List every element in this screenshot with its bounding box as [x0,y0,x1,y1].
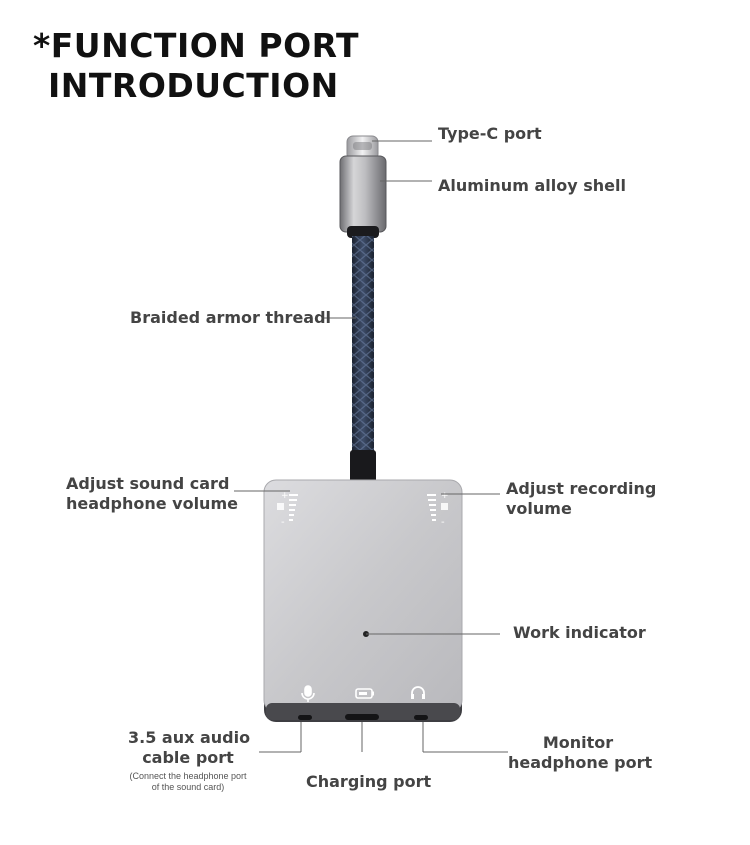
title-line-1: *FUNCTION PORT [33,26,360,65]
recording-volume-icon [427,494,448,521]
label-recording-volume-line-2: volume [506,499,572,518]
label-headphone-volume-line-2: headphone volume [66,494,238,513]
label-charging-port: Charging port [306,772,432,791]
type-c-tip [346,135,379,161]
aux-port-note-line-1: (Connect the headphone port [129,771,247,781]
headphone-volume-icon [277,494,298,521]
leader-lines [234,140,508,753]
label-monitor-port-line-1: Monitor [542,733,614,752]
label-headphone-volume: Adjust sound card headphone volume [66,474,238,514]
braided-cable [350,236,376,484]
label-recording-volume-line-1: Adjust recording [506,479,657,498]
left-plus-mark: + [281,491,289,501]
label-braided-armor: Braided armor threadl [130,308,332,327]
label-recording-volume: Adjust recording volume [506,479,656,519]
page-title: *FUNCTION PORT INTRODUCTION [33,26,359,106]
label-aux-port-line-1: 3.5 aux audio [128,728,251,747]
aluminum-shell [339,155,387,238]
aux-port-note: (Connect the headphone port of the sound… [128,771,248,793]
label-aux-port-line-2: cable port [142,748,234,767]
aux-port-hole [298,715,312,720]
label-monitor-port-line-2: headphone port [508,753,653,772]
label-work-indicator: Work indicator [513,623,646,642]
charging-port-hole [345,714,379,720]
aux-port-note-line-2: of the sound card) [151,782,225,792]
headphones-icon [411,686,425,699]
sound-card-body [263,479,463,722]
left-minus-mark: - [281,517,285,528]
battery-icon [355,688,374,699]
microphone-icon [301,685,315,702]
label-type-c-port: Type-C port [438,124,542,143]
right-minus-mark: - [441,517,445,528]
label-aluminum-shell: Aluminum alloy shell [438,176,626,195]
monitor-port-hole [414,715,428,720]
right-plus-mark: + [441,491,449,501]
label-aux-port: 3.5 aux audio cable port [128,728,251,768]
label-monitor-port: Monitor headphone port [508,733,653,773]
title-line-2: INTRODUCTION [48,66,339,105]
label-headphone-volume-line-1: Adjust sound card [66,474,230,493]
